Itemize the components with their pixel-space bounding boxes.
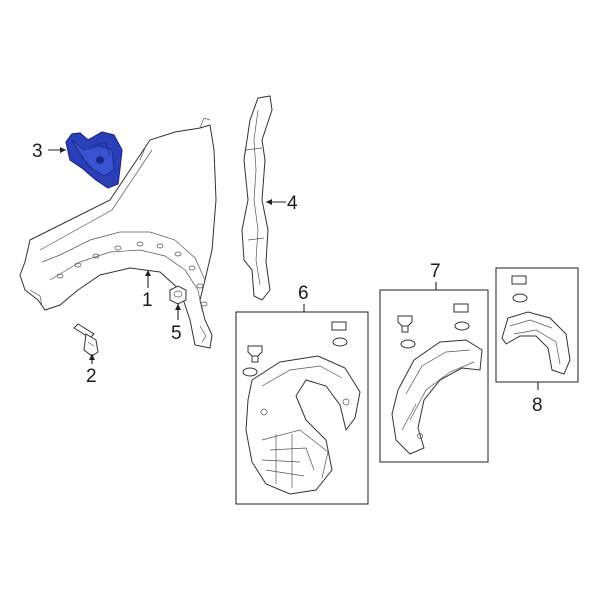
liner-7-clips[interactable]	[397, 303, 470, 349]
liner-part-8[interactable]	[501, 311, 571, 375]
nut-part-5[interactable]	[169, 285, 187, 305]
callout-7: 7	[430, 261, 441, 282]
liner-part-7[interactable]	[391, 339, 483, 455]
bolt-part-2[interactable]	[73, 323, 99, 357]
liner-6-clips[interactable]	[242, 321, 348, 377]
fender-part-1[interactable]	[19, 117, 217, 349]
arch-rivets	[56, 241, 208, 307]
liner-kit-box-6	[235, 304, 369, 505]
leader-lines	[48, 147, 286, 364]
callout-4: 4	[287, 193, 298, 214]
callout-8: 8	[532, 395, 543, 416]
seal-part-4[interactable]	[241, 95, 273, 301]
callout-5: 5	[171, 323, 182, 344]
liner-part-6[interactable]	[245, 355, 361, 495]
callout-2: 2	[86, 366, 97, 387]
liner-kit-box-8	[495, 267, 579, 390]
callout-3: 3	[32, 141, 43, 162]
callout-1: 1	[142, 290, 153, 311]
liner-kit-box-7	[379, 282, 489, 463]
callout-labels: 3 4 1 2 5 6 7 8	[32, 141, 543, 416]
liner-8-clips[interactable]	[511, 275, 528, 303]
bracket-part-3[interactable]	[65, 131, 123, 189]
callout-6: 6	[298, 283, 309, 304]
